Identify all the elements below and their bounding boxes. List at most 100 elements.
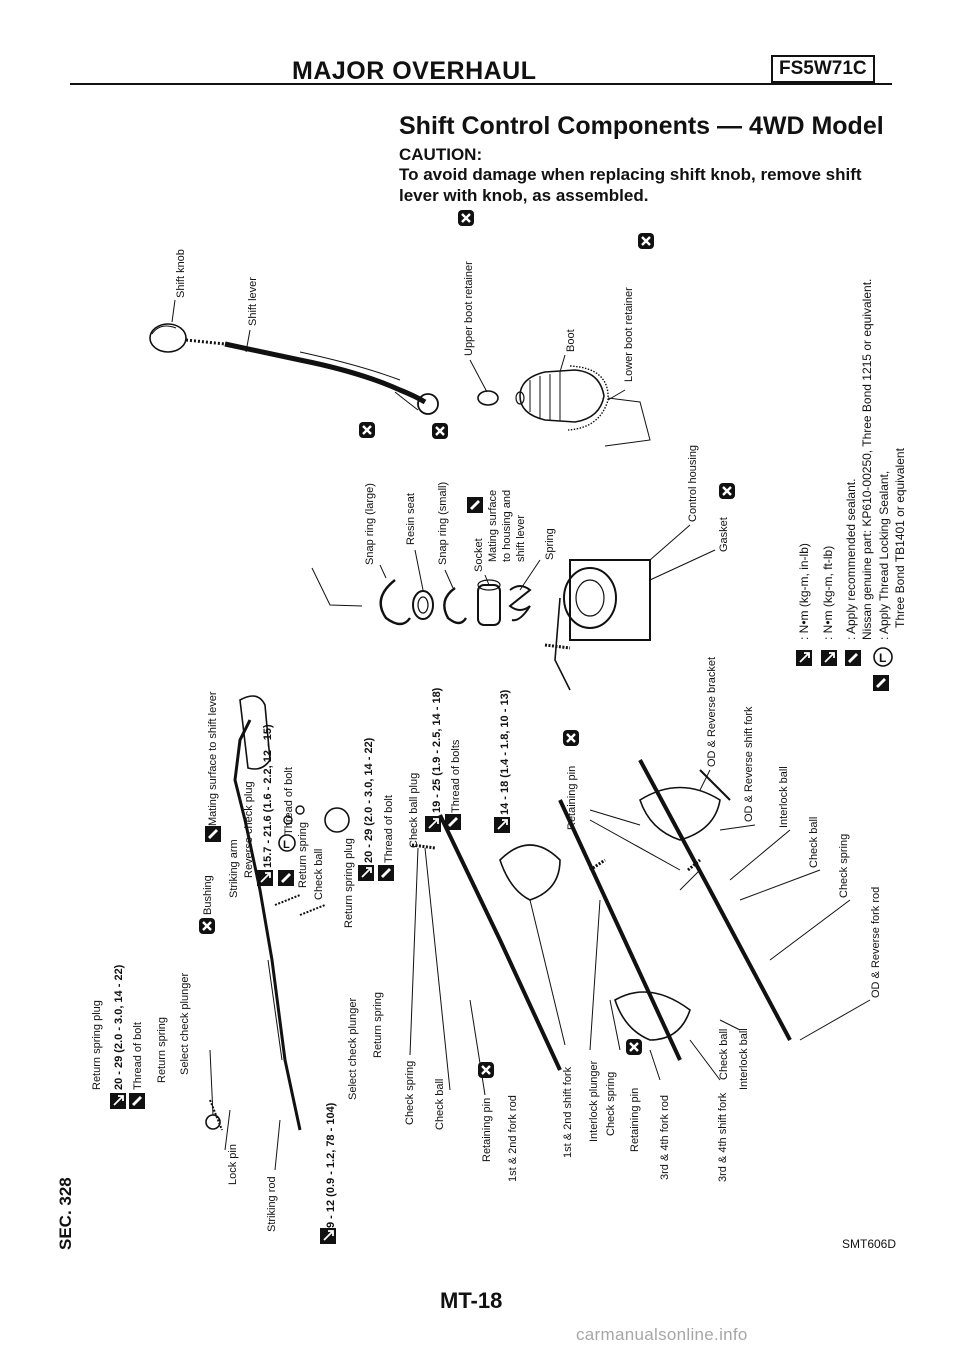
label-select-check-plunger-1: Select check plunger (179, 973, 191, 1075)
figure-code: SMT606D (842, 1237, 897, 1251)
watermark: carmanualsonline.info (576, 1325, 748, 1344)
housing-bolt (544, 643, 571, 650)
label-retaining-pin-2: Retaining pin (481, 1098, 493, 1162)
shift-lever (185, 338, 439, 415)
fork-rod-od-part (638, 759, 792, 1041)
replace-x-icon (357, 420, 377, 440)
sealant-icon (278, 870, 294, 886)
replace-x-icon (636, 231, 656, 251)
label-torque-rcp: 15.7 - 21.6 (1.6 - 2.2, 12 - 15) (262, 724, 274, 868)
torque-icon (357, 864, 375, 882)
legend-sealant-2: Nissan genuine part: KP610-00250, Three … (860, 279, 874, 640)
legend-nm-inlb: : N•m (kg-m, in-lb) (797, 543, 811, 640)
spring-part (508, 585, 532, 622)
section-title: Shift Control Components — 4WD Model (399, 112, 884, 140)
label-thread-of-bolt-1: Thread of bolt (132, 1022, 144, 1090)
locking-l-icon: L (278, 834, 296, 852)
legend-sealant-1: : Apply recommended sealant. (844, 479, 858, 640)
label-torque-cbp: 19 - 25 (1.9 - 2.5, 14 - 18) (431, 687, 443, 813)
locking-l-icon: L (873, 647, 893, 667)
caution-heading: CAUTION: (399, 145, 483, 164)
legend-locking-2: Three Bond TB1401 or equivalent (893, 447, 907, 628)
shift-knob (149, 323, 187, 353)
label-control-housing: Control housing (687, 445, 699, 522)
svg-text:L: L (283, 839, 290, 851)
torque-icon (795, 649, 813, 667)
torque-icon (109, 1092, 127, 1110)
sealant-icon (467, 497, 483, 513)
label-thread-of-bolt-3: Thread of bolt (383, 795, 395, 863)
label-interlock-plunger: Interlock plunger (588, 1060, 600, 1142)
fork-rod-34-part (558, 799, 682, 1061)
label-check-ball-plug: Check ball plug (408, 773, 420, 848)
sealant-icon (845, 650, 861, 666)
replace-x-icon (430, 421, 450, 441)
page-number: MT-18 (440, 1288, 503, 1313)
torque-icon (319, 1227, 337, 1245)
shift-fork-34-part (614, 991, 691, 1041)
header-rule (70, 83, 892, 85)
leader-lines (171, 299, 871, 1171)
legend-nm-ftlb: : N•m (kg-m, ft-lb) (821, 546, 835, 640)
label-gasket: Gasket (718, 517, 730, 552)
replace-x-icon (197, 916, 217, 936)
label-striking-arm: Striking arm (228, 839, 240, 898)
torque-icon (424, 815, 442, 833)
label-socket: Socket (473, 538, 485, 572)
label-upper-boot-retainer: Upper boot retainer (463, 261, 475, 356)
label-shift-knob: Shift knob (175, 249, 187, 298)
label-bushing: Bushing (202, 875, 214, 915)
replace-x-icon (561, 728, 581, 748)
label-torque-14-18: 14 - 18 (1.4 - 1.8, 10 - 13) (499, 689, 511, 815)
label-thread-of-bolts: Thread of bolts (450, 739, 462, 813)
label-shift-fork-12: 1st & 2nd shift fork (562, 1066, 574, 1158)
replace-x-icon (624, 1037, 644, 1057)
label-od-reverse-fork-rod: OD & Reverse fork rod (870, 887, 882, 998)
label-snap-ring-small: Snap ring (small) (437, 482, 449, 565)
label-torque-rsp-1: 20 - 29 (2.0 - 3.0, 14 - 22) (113, 964, 125, 1090)
replace-x-icon (476, 1060, 496, 1080)
label-check-ball-2: Check ball (808, 817, 820, 868)
snap-ring-large-part (379, 579, 411, 626)
label-od-reverse-bracket: OD & Reverse bracket (706, 657, 718, 767)
lower-boot-retainer (567, 365, 609, 431)
label-mating-surface-shift-lever: Mating surface to shift lever (207, 691, 219, 826)
label-check-spring-2: Check spring (404, 1061, 416, 1125)
label-return-spring-2: Return spring (297, 822, 309, 888)
label-retaining-pin-3: Retaining pin (629, 1088, 641, 1152)
label-lock-pin: Lock pin (227, 1144, 239, 1185)
label-interlock-ball-2: Interlock ball (738, 1028, 750, 1090)
sealant-icon (873, 675, 889, 691)
label-resin-seat: Resin seat (405, 493, 417, 545)
label-socket-note-3: shift lever (515, 515, 527, 562)
label-check-ball-1: Check ball (313, 849, 325, 900)
torque-icon (820, 649, 838, 667)
label-check-ball-3: Check ball (434, 1079, 446, 1130)
sealant-icon (378, 865, 394, 881)
control-housing-part (554, 559, 651, 691)
label-select-check-plunger-2: Select check plunger (347, 998, 359, 1100)
label-check-spring-3: Check spring (605, 1072, 617, 1136)
sealant-icon (445, 814, 461, 830)
label-torque-rsp-2: 20 - 29 (2.0 - 3.0, 14 - 22) (363, 737, 375, 863)
label-spring: Spring (544, 528, 556, 560)
socket-part (477, 579, 501, 626)
striking-arm-part (239, 695, 271, 770)
label-fork-rod-12: 1st & 2nd fork rod (507, 1095, 519, 1182)
label-shift-lever: Shift lever (247, 277, 259, 326)
page-header-title: MAJOR OVERHAUL (292, 57, 537, 85)
check-ball-plugs (411, 843, 701, 872)
section-number: SEC. 328 (56, 1177, 75, 1250)
label-return-spring-plug-2: Return spring plug (343, 838, 355, 928)
legend-locking-1: : Apply Thread Locking Sealant, (877, 471, 891, 640)
label-boot: Boot (565, 329, 577, 352)
label-reverse-check-plug: Reverse check plug (243, 781, 255, 878)
label-torque-9-12: 9 - 12 (0.9 - 1.2, 78 - 104) (325, 1102, 337, 1228)
torque-icon (493, 816, 511, 834)
label-thread-of-bolt-2: Thread of bolt (283, 767, 295, 835)
sealant-icon (205, 826, 221, 842)
replace-x-icon (717, 481, 737, 501)
model-code-badge: FS5W71C (771, 55, 875, 83)
bracket-line-2 (311, 567, 363, 607)
small-parts-cluster (274, 805, 350, 916)
